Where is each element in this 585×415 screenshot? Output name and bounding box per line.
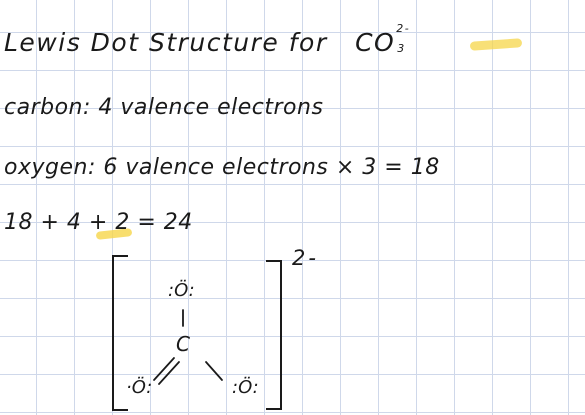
oxygen-valence-line: oxygen: 6 valence electrons × 3 = 18	[4, 155, 440, 180]
formula-subscript: 3	[397, 42, 406, 55]
oxygen-atom-top: :Ö:	[168, 280, 195, 301]
oxygen-atom-left: ·Ö:	[126, 377, 153, 398]
double-bond-left-b	[158, 361, 180, 385]
formula-charge: 2-	[396, 22, 411, 35]
title-text: Lewis Dot Structure for	[4, 28, 328, 57]
formula: CO 2- 3	[355, 22, 409, 57]
single-bond-right	[205, 361, 223, 381]
carbon-atom: C	[176, 332, 190, 356]
ion-charge: 2-	[292, 246, 319, 270]
right-bracket	[266, 260, 282, 410]
highlight-mark-formula	[469, 38, 523, 51]
total-electrons-line: 18 + 4 + 2 = 24	[4, 210, 193, 235]
carbon-valence-line: carbon: 4 valence electrons	[4, 95, 324, 120]
oxygen-atom-right: :Ö:	[232, 377, 259, 398]
title-line: Lewis Dot Structure for CO 2- 3	[4, 22, 409, 57]
double-bond-left-a	[153, 357, 175, 381]
formula-base: CO	[355, 28, 396, 57]
left-bracket	[112, 255, 128, 411]
